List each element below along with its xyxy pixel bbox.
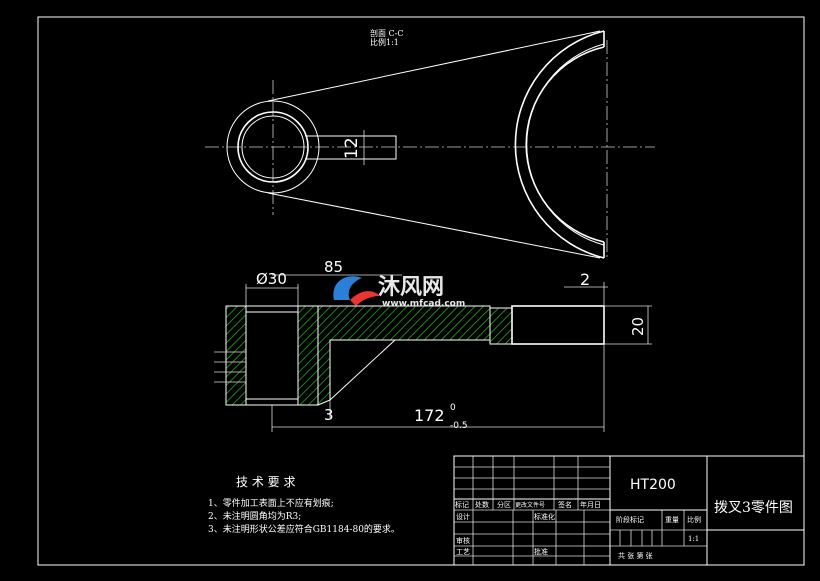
tb-header-5: 年月日 — [580, 500, 601, 509]
dim-tol-upper: 0 — [450, 403, 456, 413]
tb-header-3: 更改文件号 — [515, 501, 545, 509]
neck-section — [489, 307, 513, 345]
tb-drawing-name: 拨叉3零件图 — [714, 500, 793, 516]
watermark: 沐风网 www.mfcad.com — [333, 275, 465, 309]
tech-note-1: 1、零件加工表面上不应有划痕; — [208, 497, 334, 509]
tb-role-review: 审核 — [456, 536, 470, 545]
watermark-logo-accent — [350, 291, 380, 306]
dim-text-20: 20 — [629, 317, 647, 336]
tb-header-1: 处数 — [475, 500, 489, 509]
tb-role-standard: 标准化 — [534, 512, 555, 521]
arm-lower-edge — [267, 192, 601, 259]
section-label: 剖面 C-C — [370, 28, 404, 38]
fork-outer-arc — [514, 30, 605, 259]
hub-inner-circle — [241, 115, 305, 179]
section-view: Ø30 85 2 20 3 172 0 -0.5 — [214, 258, 652, 432]
tb-weight-label: 重量 — [665, 516, 679, 524]
top-view: 剖面 C-C 比例1:1 12 — [205, 28, 655, 259]
tech-notes: 技 术 要 求 1、零件加工表面上不应有划痕; 2、未注明圆角均为R3; 3、未… — [208, 475, 400, 535]
rib-edge — [329, 339, 396, 401]
tb-material: HT200 — [630, 477, 676, 493]
fork-end — [511, 305, 605, 345]
tech-note-3: 3、未注明形状公差应符合GB1184-80的要求。 — [208, 523, 400, 535]
tb-header-0: 标记 — [455, 500, 469, 509]
fork-inner-arc-2 — [525, 46, 605, 243]
hub-bore-circle — [237, 111, 309, 183]
hub-bore — [245, 305, 299, 406]
arm-upper-edge — [267, 30, 601, 102]
tb-scale-value: 1:1 — [688, 535, 699, 543]
dim-text-172: 172 — [414, 406, 445, 425]
arm-section — [317, 305, 491, 406]
tb-role-design: 设计 — [456, 512, 470, 521]
tb-role-approve: 批准 — [534, 547, 548, 556]
hub-left-wall — [225, 305, 247, 406]
dim-text-85: 85 — [324, 258, 343, 276]
tb-sheets-label: 共 张 第 张 — [618, 551, 653, 560]
keyway-slot — [305, 135, 397, 160]
drawing-frame — [37, 16, 805, 566]
watermark-logo-icon — [333, 276, 362, 300]
tb-role-process: 工艺 — [456, 548, 470, 556]
dim-text-3: 3 — [324, 406, 334, 424]
dim-tol-lower: -0.5 — [450, 421, 468, 431]
tech-note-2: 2、未注明圆角均为R3; — [208, 510, 301, 522]
scale-label: 比例1:1 — [370, 37, 399, 47]
hub-outer-circle — [226, 100, 320, 194]
dim-text-12: 12 — [342, 137, 362, 159]
watermark-url: www.mfcad.com — [382, 299, 465, 309]
dim-text-d30: Ø30 — [256, 270, 287, 288]
dim-text-2: 2 — [580, 270, 590, 289]
watermark-brand: 沐风网 — [378, 275, 444, 300]
tb-stage-label: 阶段标记 — [616, 515, 644, 524]
tech-notes-title: 技 术 要 求 — [236, 475, 295, 489]
tb-header-2: 分区 — [497, 500, 511, 509]
tb-header-4: 签名 — [558, 500, 572, 509]
hub-right-wall — [297, 305, 319, 406]
title-block-frame — [453, 455, 805, 566]
title-block: 标记 处数 分区 更改文件号 签名 年月日 设计 标准化 审核 工艺 批准 HT… — [453, 455, 805, 566]
tb-scale-label: 比例 — [687, 515, 701, 524]
